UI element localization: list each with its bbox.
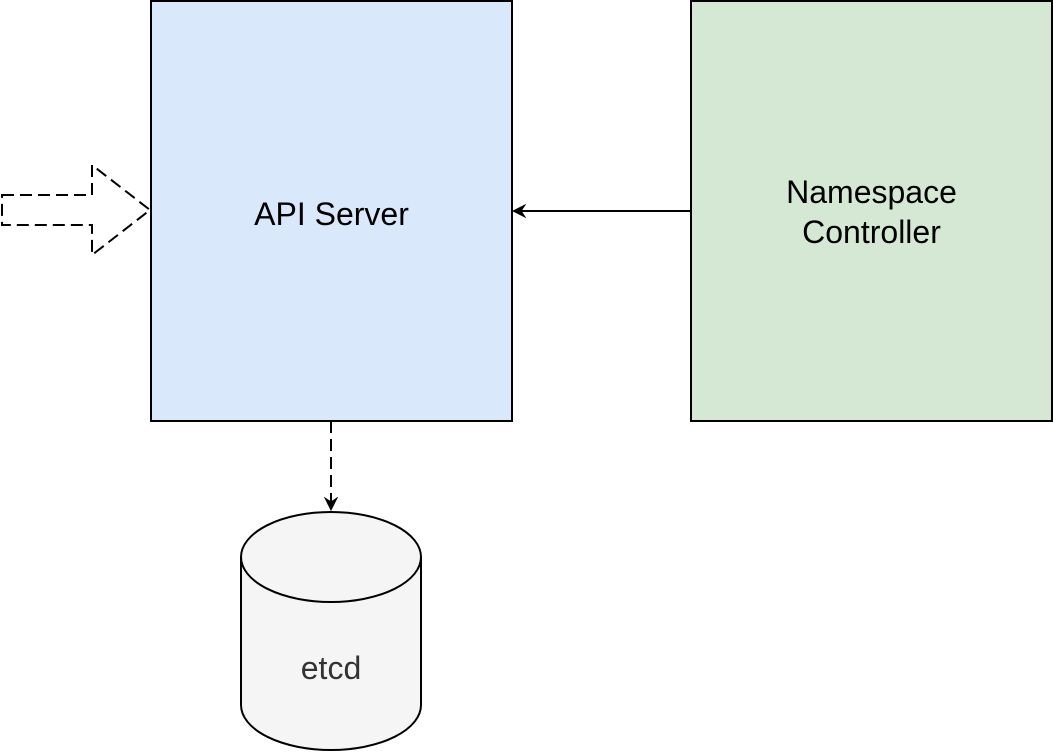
api-server-box: [150, 0, 513, 422]
namespace-controller-box: [690, 0, 1053, 422]
external-request-arrow: [1, 162, 152, 258]
etcd-cylinder: [240, 511, 422, 751]
